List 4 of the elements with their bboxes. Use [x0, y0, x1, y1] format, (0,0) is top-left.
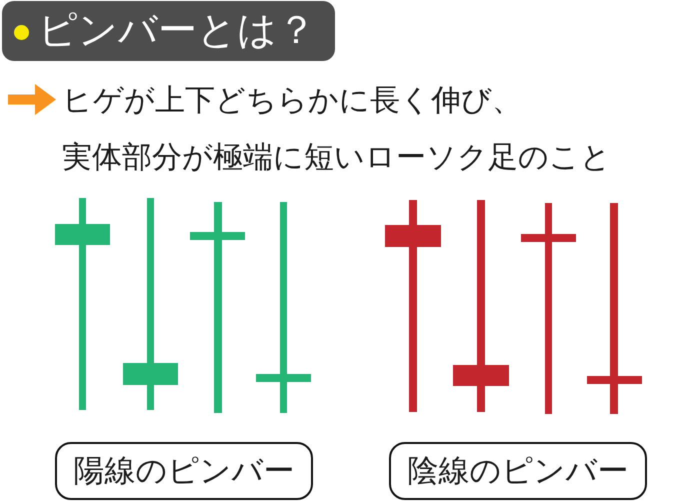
label-box: 陰線のピンバー — [389, 442, 647, 500]
label-box: 陽線のピンバー — [55, 442, 313, 500]
title: ピンバーとは？ — [38, 7, 316, 55]
description-text: ヒゲが上下どちらかに長く伸び、実体部分が極端に短いローソク足のこと — [62, 82, 612, 177]
